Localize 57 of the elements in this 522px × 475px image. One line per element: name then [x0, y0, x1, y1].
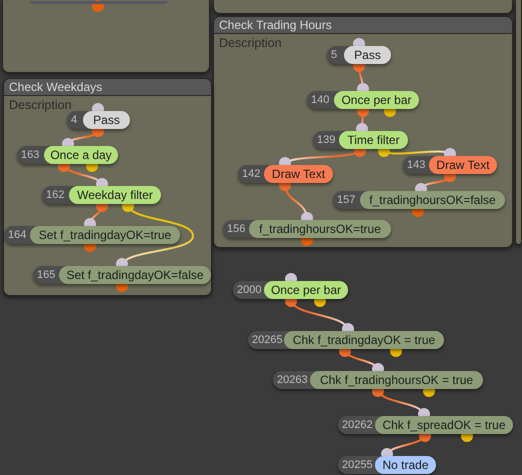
node-label: Time filter [339, 131, 408, 149]
node-label: No trade [375, 456, 436, 474]
node-number: 162 [45, 188, 66, 203]
node-pill [338, 456, 436, 474]
node-number: 20265 [251, 332, 284, 348]
node-label: Set f_tradingdayOK=false [59, 266, 211, 284]
panel-description: Description [219, 36, 282, 51]
node-number: 156 [226, 222, 246, 237]
node-pill [403, 156, 497, 174]
node-label: Draw Text [429, 156, 497, 174]
node-label: Chk f_tradinghoursOK = true [310, 371, 483, 389]
node-number: 4 [70, 112, 78, 128]
node-pill [273, 371, 483, 389]
node-pill [313, 131, 408, 149]
node-pill [233, 281, 348, 299]
node-pill [67, 111, 130, 129]
node-pill [248, 331, 444, 349]
node-number: 163 [20, 148, 40, 163]
node-label: Once a day [44, 146, 118, 164]
panel-title: Check Weekdays [4, 79, 211, 96]
node-number: 143 [406, 158, 426, 173]
group-panel [213, 16, 513, 248]
node-number: 5 [330, 48, 338, 63]
node-label: Chk f_spreadOK = true [375, 416, 513, 434]
node-label: Pass [83, 111, 130, 129]
node-label: f_tradinghoursOK=false [360, 191, 505, 209]
panel-title: Check Trading Hours [214, 17, 512, 34]
node-number: 142 [241, 166, 262, 182]
node-label: Once per bar [334, 91, 419, 109]
node-label: Once per bar [264, 281, 348, 299]
node-number: 2000 [236, 282, 262, 298]
node-pill [333, 191, 505, 209]
node-number: 157 [336, 192, 356, 208]
node-number: 139 [316, 132, 336, 148]
node-number: 20262 [341, 418, 374, 433]
node-label: Draw Text [264, 165, 333, 183]
node-number: 164 [7, 228, 28, 243]
group-panel [213, 0, 513, 14]
node-pill [338, 416, 513, 434]
node-pill [17, 146, 118, 164]
node-pill [42, 186, 161, 204]
node-pill [327, 46, 391, 64]
node-pill [307, 91, 419, 109]
node-number: 140 [310, 92, 330, 108]
node-pill [223, 220, 391, 238]
node-label: Weekday filter [69, 186, 161, 204]
node-pill [238, 165, 333, 183]
node-label: Chk f_tradingdayOK = true [284, 331, 444, 349]
node-label: f_tradinghoursOK=true [249, 220, 391, 238]
group-panel [3, 78, 212, 296]
group-panel [515, 0, 522, 245]
panel-description: Description [9, 98, 72, 113]
node-number: 20263 [276, 372, 309, 388]
node-number: 165 [36, 268, 56, 283]
node-label: Set f_tradingdayOK=true [30, 226, 180, 244]
node-number: 20255 [341, 458, 374, 473]
node-label: Pass [344, 46, 391, 64]
